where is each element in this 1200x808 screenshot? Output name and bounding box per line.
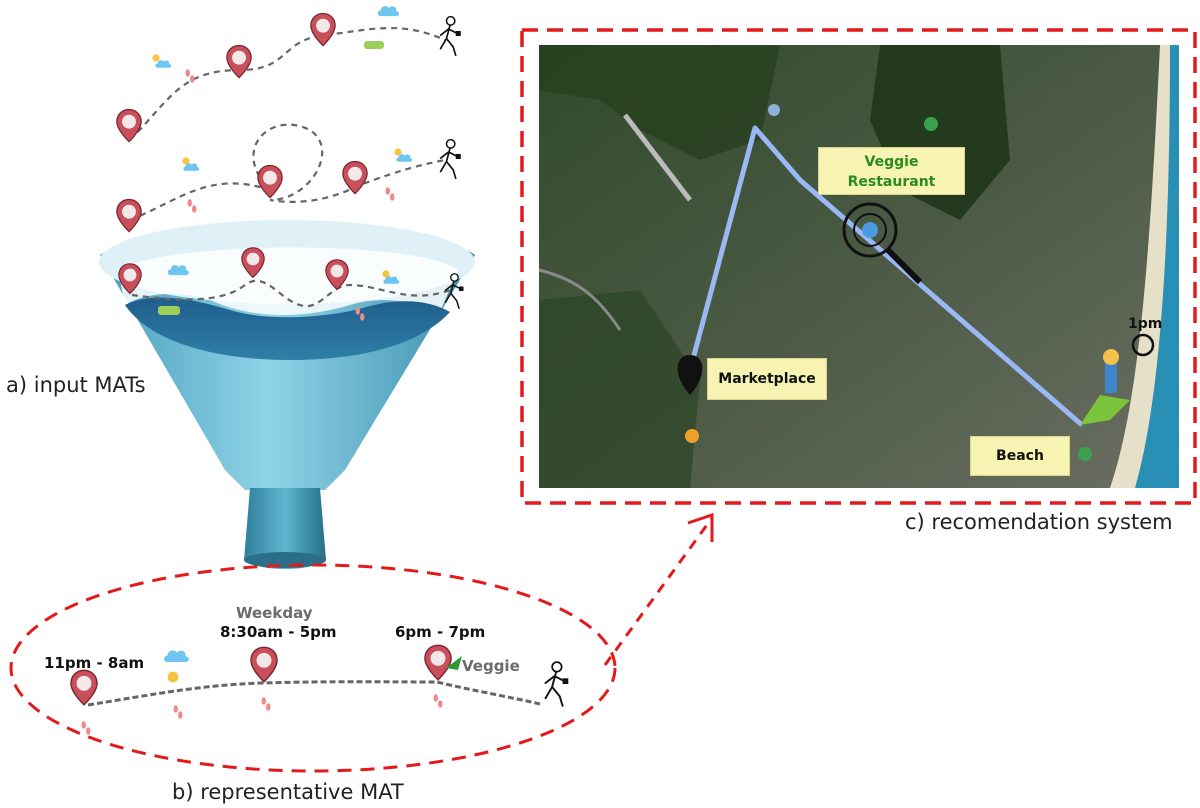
representative-mat-border: [9, 563, 617, 773]
input-mat-icons: [116, 6, 465, 321]
cart-icon: [677, 355, 703, 395]
home-pin-icon: [116, 108, 142, 143]
footprint-icon: [433, 694, 443, 708]
home-pin-icon: [116, 198, 142, 233]
time-label-restaurant: 6pm - 7pm: [395, 623, 486, 641]
office-pin-icon: [226, 44, 252, 79]
cloud-icon: [155, 60, 172, 68]
satellite-map: [538, 45, 1179, 488]
input-mats-caption: a) input MATs: [6, 373, 146, 397]
sun-icon: [167, 671, 179, 683]
veggie-tag: Veggie: [462, 657, 520, 675]
cloud-icon: [164, 650, 189, 663]
magnifier-icon: [842, 202, 898, 258]
marketplace-label: Marketplace: [707, 358, 827, 400]
representative-mat-caption: b) representative MAT: [172, 780, 404, 804]
walking-person-icon: [544, 661, 570, 707]
route-line: [687, 125, 1084, 427]
footprint-icon: [81, 721, 91, 735]
cloud-icon: [377, 6, 399, 17]
home-pin-icon: [70, 669, 98, 706]
recommendation-caption: c) recomendation system: [905, 510, 1173, 534]
restaurant-pin-icon: [424, 644, 452, 681]
walking-person-icon: [439, 15, 462, 57]
restaurant-pin-icon: [310, 12, 336, 47]
restaurant-pin-icon: [342, 160, 368, 195]
leaf-icon: [446, 656, 462, 670]
input-trajectories: [129, 26, 451, 308]
footprint-icon: [385, 187, 395, 201]
time-label-home: 11pm - 8am: [44, 654, 145, 672]
car-icon: [364, 41, 384, 49]
beach-label: Beach: [970, 436, 1070, 476]
flow-arrow: [603, 512, 714, 666]
alarm-clock-icon: [1131, 333, 1155, 357]
representative-mat-icons: [70, 644, 570, 735]
day-label: Weekday: [236, 604, 313, 622]
footprint-icon: [173, 705, 183, 719]
walking-person-icon: [439, 138, 462, 180]
footprint-icon: [261, 697, 271, 711]
time-label-work: 8:30am - 5pm: [220, 623, 337, 641]
footprint-icon: [185, 69, 195, 83]
office-pin-icon: [257, 164, 283, 199]
sun-icon: [394, 148, 402, 156]
car-icon: [158, 306, 180, 315]
recommendation-border: [520, 28, 1197, 505]
clock-time-label: 1pm: [1128, 316, 1163, 332]
representative-mat-path: [87, 680, 541, 707]
office-pin-icon: [250, 646, 278, 683]
sun-icon: [152, 54, 160, 62]
footprint-icon: [187, 199, 197, 213]
funnel: [99, 220, 475, 569]
veggie-restaurant-label: Veggie Restaurant: [818, 147, 965, 195]
